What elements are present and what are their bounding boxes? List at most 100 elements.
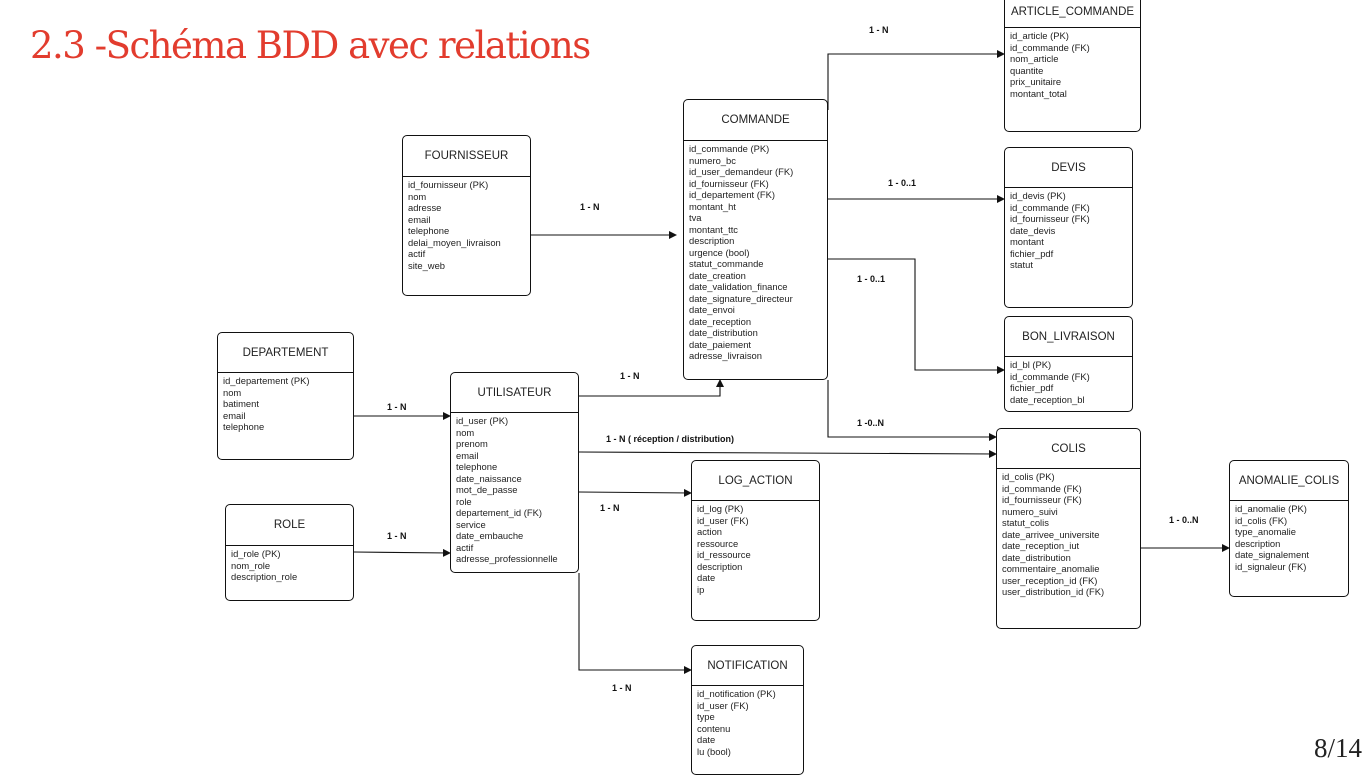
entity-field: id_commande (FK) <box>1010 201 1090 213</box>
entity-field: id_fournisseur (PK) <box>408 179 489 190</box>
entity-field: telephone <box>456 461 498 472</box>
entity-field: id_role (PK) <box>231 548 281 559</box>
entity-fields: id_anomalie (PK)id_colis (FK)type_anomal… <box>1230 501 1348 574</box>
entity-field: delai_moyen_livraison <box>408 236 501 248</box>
entity-field: actif <box>408 248 426 259</box>
cardinality-label: 1 -0..N <box>857 418 885 428</box>
entity-name: ROLE <box>226 505 353 546</box>
entity-field: statut_commande <box>689 258 764 269</box>
entity-field: numero_bc <box>689 154 736 166</box>
entity-field: date_signalement <box>1235 549 1310 560</box>
entity-field: date_distribution <box>689 327 758 338</box>
entity-field: lu (bool) <box>697 745 731 757</box>
entity-field: id_fournisseur (FK) <box>1010 213 1090 224</box>
relation-line-utilisateur-notification <box>578 573 692 674</box>
entity-field: fichier_pdf <box>1010 382 1054 393</box>
entity-field: montant <box>1010 236 1044 247</box>
entity-field: fichier_pdf <box>1010 247 1054 259</box>
entity-field: ip <box>697 583 705 595</box>
entity-name: ANOMALIE_COLIS <box>1230 461 1348 501</box>
entity-name: NOTIFICATION <box>692 646 803 686</box>
entity-field: date_arrivee_universite <box>1002 528 1100 540</box>
entity-field: date_devis <box>1010 224 1056 236</box>
entity-field: adresse_professionnelle <box>456 553 558 564</box>
cardinality-label: 1 - N <box>620 371 640 381</box>
entity-field: nom <box>223 386 242 398</box>
entity-field: nom <box>456 426 475 438</box>
entity-field: date_distribution <box>1002 551 1071 563</box>
entity-field: nom_role <box>231 559 271 571</box>
entity-field: user_reception_id (FK) <box>1002 574 1098 586</box>
entity-field: telephone <box>223 421 265 432</box>
entity-devis: DEVIS id_devis (PK)id_commande (FK)id_fou… <box>1004 147 1133 308</box>
relation-line-commande-bl <box>828 258 1005 374</box>
entity-field: id_commande (FK) <box>1002 482 1082 494</box>
entity-field: departement_id (FK) <box>456 507 542 518</box>
entity-field: id_colis (FK) <box>1235 514 1288 526</box>
cardinality-label: 1 - N <box>580 202 600 212</box>
entity-field: description_role <box>231 571 298 582</box>
cardinality-label: 1 - N <box>387 402 407 412</box>
entity-field: description <box>697 560 743 572</box>
entity-fields: id_article (PK)id_commande (FK)nom_artic… <box>1005 28 1140 101</box>
entity-field: montant_total <box>1010 87 1067 99</box>
entity-field: id_colis (PK) <box>1002 471 1055 482</box>
entity-field: date_paiement <box>689 338 752 350</box>
entity-field: type_anomalie <box>1235 526 1296 537</box>
entity-field: prenom <box>456 438 488 449</box>
entity-name: LOG_ACTION <box>692 461 819 501</box>
entity-field: date_envoi <box>689 304 735 315</box>
entity-field: id_user (FK) <box>697 699 749 711</box>
cardinality-label: 1 - 0..1 <box>857 274 886 284</box>
entity-field: id_devis (PK) <box>1010 190 1066 201</box>
relation-line-role-utilisateur <box>353 548 451 557</box>
cardinality-label: 1 - N <box>612 683 632 693</box>
page-number: 8/14 <box>1313 733 1362 763</box>
entity-field: id_bl (PK) <box>1010 359 1052 370</box>
entity-field: prix_unitaire <box>1010 76 1062 87</box>
entity-field: date_validation_finance <box>689 281 788 292</box>
entity-fields: id_colis (PK)id_commande (FK)id_fourniss… <box>997 469 1140 600</box>
entity-field: service <box>456 518 486 530</box>
entity-field: id_departement (PK) <box>223 375 310 386</box>
entity-name: UTILISATEUR <box>451 373 578 413</box>
entity-field: commentaire_anomalie <box>1002 563 1100 574</box>
entity-name: DEPARTEMENT <box>218 333 353 373</box>
entity-field: adresse <box>408 202 442 213</box>
entity-field: action <box>697 526 723 537</box>
entity-field: tva <box>689 212 702 223</box>
cardinality-label: 1 - 0..1 <box>888 178 917 188</box>
entity-field: batiment <box>223 398 259 409</box>
entity-field: id_departement (FK) <box>689 189 775 200</box>
entity-field: adresse_livraison <box>689 350 762 361</box>
entity-field: montant_ttc <box>689 223 738 235</box>
entity-field: date_embauche <box>456 530 524 541</box>
entity-field: id_user (FK) <box>697 514 749 526</box>
relation-line-utilisateur-log <box>578 488 692 497</box>
entity-field: contenu <box>697 722 731 734</box>
entity-field: id_fournisseur (FK) <box>689 177 769 189</box>
entity-field: id_fournisseur (FK) <box>1002 494 1082 505</box>
entity-field: id_user_demandeur (FK) <box>689 166 794 177</box>
entity-field: id_log (PK) <box>697 503 744 514</box>
entity-name: COLIS <box>997 429 1140 469</box>
entity-field: telephone <box>408 225 450 236</box>
entity-field: date_reception <box>689 315 752 327</box>
cardinality-label: 1 - N <box>387 531 407 541</box>
entity-field: id_notification (PK) <box>697 688 776 699</box>
relation-line-utilisateur-commande <box>579 379 724 397</box>
entity-name: DEVIS <box>1005 148 1132 188</box>
entity-field: id_signaleur (FK) <box>1235 560 1307 572</box>
entity-field: date_signature_directeur <box>689 292 793 304</box>
